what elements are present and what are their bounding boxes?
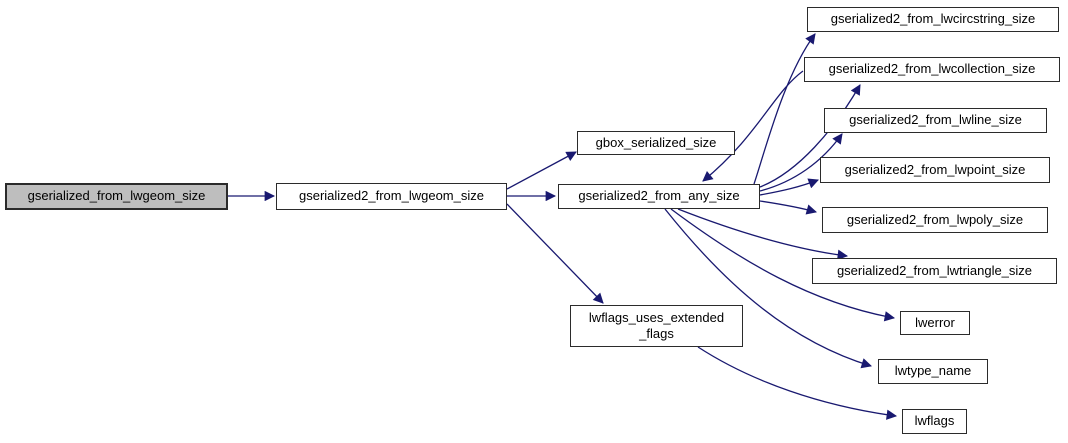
node-label: gserialized2_from_lwcollection_size <box>828 61 1036 77</box>
edge-gserialized2_from_lwgeom_size-to-lwflags_uses_extended_flags <box>506 203 604 304</box>
node-gserialized2_from_lwpoly_size[interactable]: gserialized2_from_lwpoly_size <box>822 207 1048 233</box>
node-gserialized2_from_lwgeom_size[interactable]: gserialized2_from_lwgeom_size <box>276 183 507 210</box>
node-gbox_serialized_size[interactable]: gbox_serialized_size <box>577 131 735 155</box>
node-lwtype_name[interactable]: lwtype_name <box>878 359 988 384</box>
node-gserialized2_from_lwcollection_size[interactable]: gserialized2_from_lwcollection_size <box>804 57 1060 82</box>
node-label: gbox_serialized_size <box>595 134 717 150</box>
node-gserialized2_from_lwline_size[interactable]: gserialized2_from_lwline_size <box>824 108 1047 133</box>
edge-gserialized2_from_any_size-to-gserialized2_from_lwline_size <box>759 133 843 192</box>
node-gserialized2_from_any_size[interactable]: gserialized2_from_any_size <box>558 184 760 209</box>
node-lwflags_uses_extended_flags[interactable]: lwflags_uses_extended _flags <box>570 305 743 347</box>
edge-gserialized2_from_any_size-to-gserialized2_from_lwpoint_size <box>759 178 819 196</box>
edge-gserialized2_from_lwgeom_size-to-gbox_serialized_size <box>506 151 577 190</box>
node-gserialized_from_lwgeom_size[interactable]: gserialized_from_lwgeom_size <box>5 183 228 210</box>
edge-gserialized2_from_any_size-to-lwerror <box>670 208 896 322</box>
node-gserialized2_from_lwcircstring_size[interactable]: gserialized2_from_lwcircstring_size <box>807 7 1059 32</box>
edge-gserialized2_from_any_size-to-gserialized2_from_lwpoly_size <box>759 200 818 215</box>
node-label: gserialized2_from_lwpoint_size <box>844 161 1026 177</box>
node-label: gserialized2_from_lwtriangle_size <box>836 262 1033 278</box>
node-label: gserialized2_from_lwpoly_size <box>846 211 1024 227</box>
node-label: gserialized2_from_lwgeom_size <box>299 188 484 204</box>
node-lwerror[interactable]: lwerror <box>900 311 970 335</box>
node-gserialized2_from_lwtriangle_size[interactable]: gserialized2_from_lwtriangle_size <box>812 258 1057 284</box>
node-label: lwerror <box>915 314 955 330</box>
edge-gserialized2_from_any_size-to-lwtype_name <box>664 208 872 369</box>
node-label: lwflags_uses_extended _flags <box>588 309 725 341</box>
node-label: gserialized2_from_lwline_size <box>849 112 1022 128</box>
edge-gserialized2_from_any_size-to-gserialized2_from_lwtriangle_size <box>677 208 849 260</box>
node-label: gserialized2_from_any_size <box>578 188 740 204</box>
edge-gserialized2_from_any_size-to-gserialized2_from_lwcollection_size <box>759 84 861 188</box>
edge-lwflags_uses_extended_flags-to-lwflags <box>697 346 898 420</box>
node-label: lwflags <box>914 413 955 429</box>
node-gserialized2_from_lwpoint_size[interactable]: gserialized2_from_lwpoint_size <box>820 157 1050 183</box>
edge-gserialized2_from_lwcollection_size-to-gserialized2_from_any_size <box>702 70 804 182</box>
node-label: gserialized2_from_lwcircstring_size <box>830 11 1036 27</box>
edge-gserialized2_from_any_size-to-gserialized2_from_lwcircstring_size <box>753 33 816 185</box>
node-lwflags[interactable]: lwflags <box>902 409 967 434</box>
node-label: lwtype_name <box>894 363 972 379</box>
node-label: gserialized_from_lwgeom_size <box>27 188 206 204</box>
